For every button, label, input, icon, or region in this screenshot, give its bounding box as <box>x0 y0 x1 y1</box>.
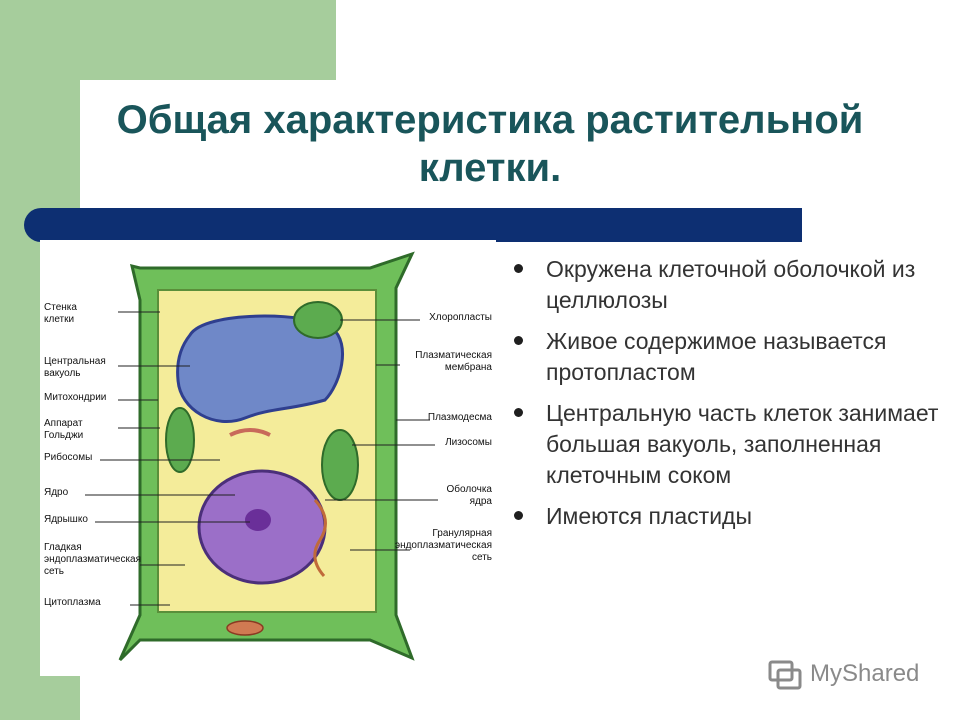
chloroplast-right <box>321 429 359 501</box>
label-ribosomes: Рибосомы <box>44 451 92 463</box>
label-mitochondria: Митохондрии <box>44 392 106 403</box>
label-line: сеть <box>44 566 64 577</box>
bullet-text: Имеются пластиды <box>546 503 753 529</box>
title-line-2: клетки. <box>418 146 562 190</box>
bullet-item: Окружена клеточной оболочкой из целлюлоз… <box>512 254 952 316</box>
bullet-dot-icon <box>514 511 523 520</box>
bullet-item: Живое содержимое называется протопластом <box>512 326 952 388</box>
bullet-item: Центральную часть клеток занимает больша… <box>512 398 952 491</box>
left-leader-lines <box>85 311 250 606</box>
right-leader-lines <box>325 319 438 551</box>
myshared-logo-icon <box>768 660 802 690</box>
chloroplast-left <box>165 407 195 473</box>
label-line: Гольджи <box>44 430 83 441</box>
bullet-dot-icon <box>514 264 523 273</box>
bullet-list: Окружена клеточной оболочкой из целлюлоз… <box>512 254 952 542</box>
label-plasmodesma: Плазмодесма <box>428 412 493 423</box>
label-line: клетки <box>44 314 74 325</box>
label-nucleolus: Ядрышко <box>44 514 88 525</box>
label-line: эндоплазматическая <box>44 554 141 565</box>
title-underline-bar <box>24 208 802 242</box>
label-line: ядра <box>470 496 493 507</box>
bullet-text: Центральную часть клеток занимает больша… <box>546 400 939 488</box>
myshared-logo: MyShared <box>768 654 919 694</box>
er-network <box>313 498 327 577</box>
label-cytoplasm: Цитоплазма <box>44 597 101 608</box>
logo-text: MyShared <box>810 660 920 687</box>
decor-green-top <box>0 0 336 80</box>
nucleolus <box>245 509 271 531</box>
mitochondrion <box>226 620 264 636</box>
label-line: вакуоль <box>44 368 81 379</box>
slide-title: Общая характеристика растительной клетки… <box>90 96 890 192</box>
bullet-item: Имеются пластиды <box>512 501 952 532</box>
chloroplast-top <box>293 301 343 339</box>
label-line: мембрана <box>445 361 493 373</box>
label-chloroplasts: Хлоропласты <box>429 312 492 323</box>
bullet-dot-icon <box>514 336 523 345</box>
label-line: сеть <box>472 552 492 563</box>
title-line-1: Общая характеристика растительной <box>116 98 864 142</box>
label-line: эндоплазматическая <box>395 540 492 551</box>
golgi-apparatus <box>229 428 271 437</box>
label-lysosomes: Лизосомы <box>445 437 492 448</box>
bullet-text: Живое содержимое называется протопластом <box>546 328 887 385</box>
label-nucleus: Ядро <box>44 487 69 498</box>
bullet-text: Окружена клеточной оболочкой из целлюлоз… <box>546 256 916 313</box>
bullet-dot-icon <box>514 408 523 417</box>
